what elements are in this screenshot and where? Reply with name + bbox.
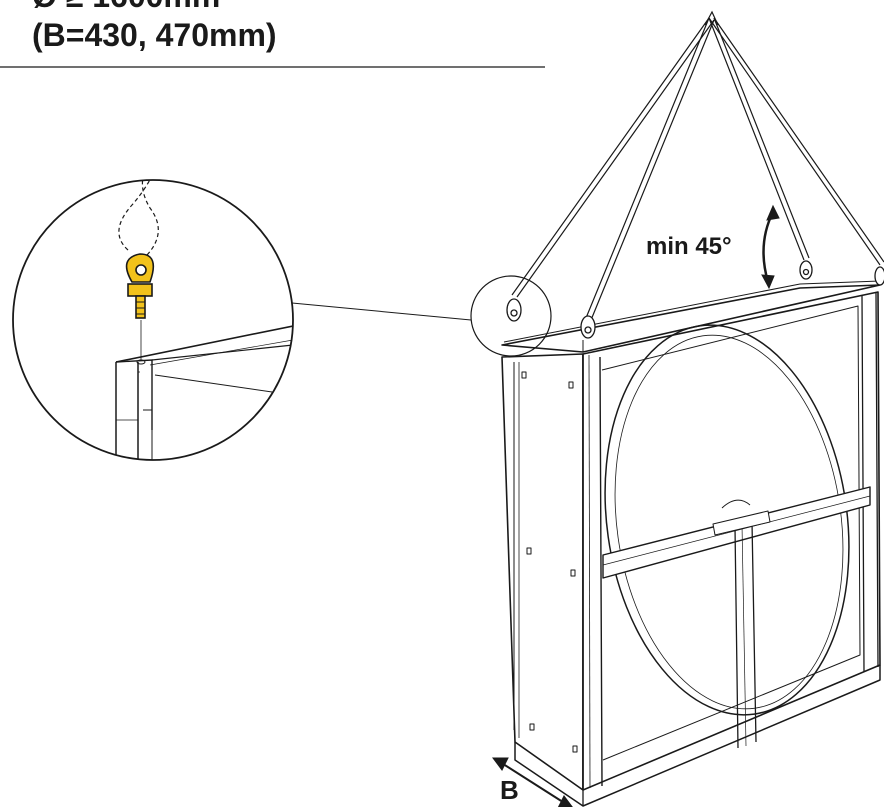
lifting-slings <box>511 10 884 321</box>
dimension-label: B <box>500 775 519 805</box>
crossbeam <box>602 486 871 579</box>
diagram-subtitle: (B=430, 470mm) <box>32 17 277 53</box>
detail-marker <box>470 275 552 357</box>
eye-bolts <box>506 260 884 339</box>
eye-bolt-icon <box>125 253 155 319</box>
angle-label: min 45° <box>646 233 732 260</box>
dimension-arrow-icon <box>492 757 573 807</box>
rotor-unit <box>501 280 881 807</box>
detail-circle <box>12 179 294 461</box>
diagram-title: Ø ≥ 1600mm <box>32 0 220 15</box>
detail-leader <box>291 302 472 321</box>
curved-double-arrow-icon <box>761 204 780 290</box>
